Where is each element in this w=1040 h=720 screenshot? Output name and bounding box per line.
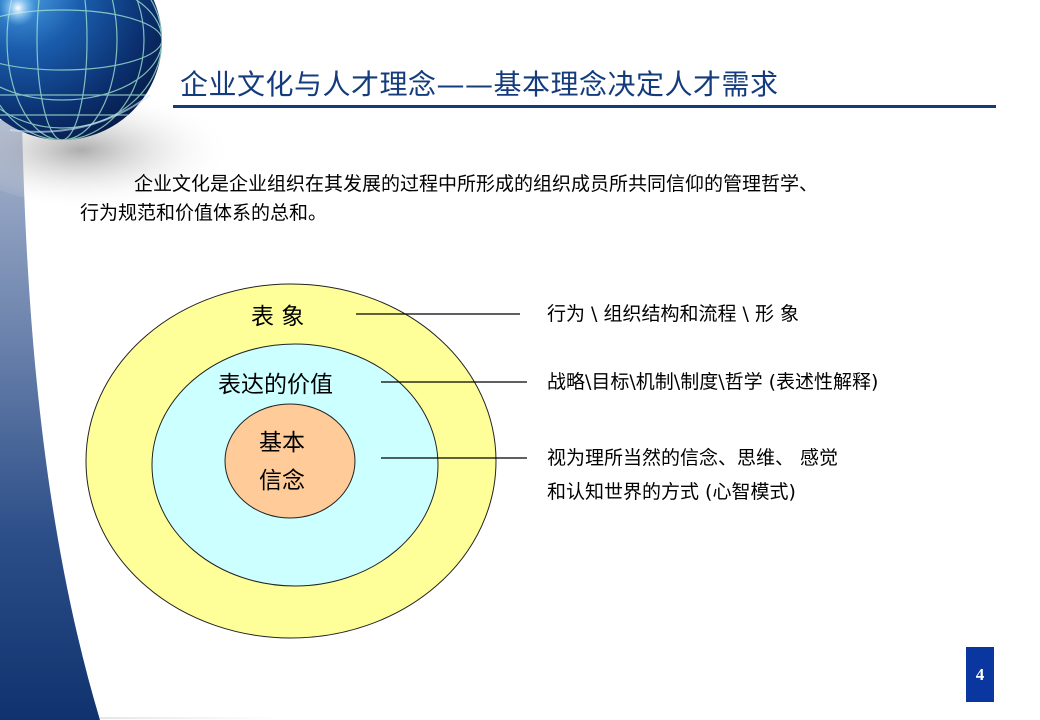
description-espoused-values: 战略\目标\机制\制度\哲学 (表述性解释)	[547, 365, 878, 399]
description-basic-assumptions: 视为理所当然的信念、思维、 感觉 和认知世界的方式 (心智模式)	[547, 441, 838, 509]
globe-logo-icon	[0, 0, 162, 140]
definition-paragraph: 企业文化是企业组织在其发展的过程中所形成的组织成员所共同信仰的管理哲学、 行为规…	[80, 170, 1010, 228]
description-basic-assumptions-line-2: 和认知世界的方式 (心智模式)	[547, 481, 796, 503]
page-number-badge: 4	[966, 647, 994, 702]
description-artifacts-text: 行为 \ 组织结构和流程 \ 形 象	[547, 303, 800, 325]
slide-title: 企业文化与人才理念——基本理念决定人才需求	[180, 68, 779, 101]
description-espoused-values-text: 战略\目标\机制\制度\哲学 (表述性解释)	[547, 371, 879, 393]
inner-ring-label-line-2: 信念	[259, 468, 305, 494]
inner-ring-label: 基本 信念	[259, 424, 305, 500]
title-underline	[173, 105, 996, 108]
definition-line-1: 企业文化是企业组织在其发展的过程中所形成的组织成员所共同信仰的管理哲学、	[134, 173, 819, 195]
outer-ring-label: 表 象	[251, 304, 305, 330]
description-basic-assumptions-line-1: 视为理所当然的信念、思维、 感觉	[547, 447, 839, 469]
inner-ring-label-line-1: 基本	[259, 430, 305, 456]
footer-divider	[100, 717, 280, 719]
middle-ring-label: 表达的价值	[218, 372, 333, 398]
description-artifacts: 行为 \ 组织结构和流程 \ 形 象	[547, 297, 799, 331]
definition-line-2: 行为规范和价值体系的总和。	[80, 202, 328, 224]
inner-ring-basic-assumptions	[224, 403, 356, 519]
